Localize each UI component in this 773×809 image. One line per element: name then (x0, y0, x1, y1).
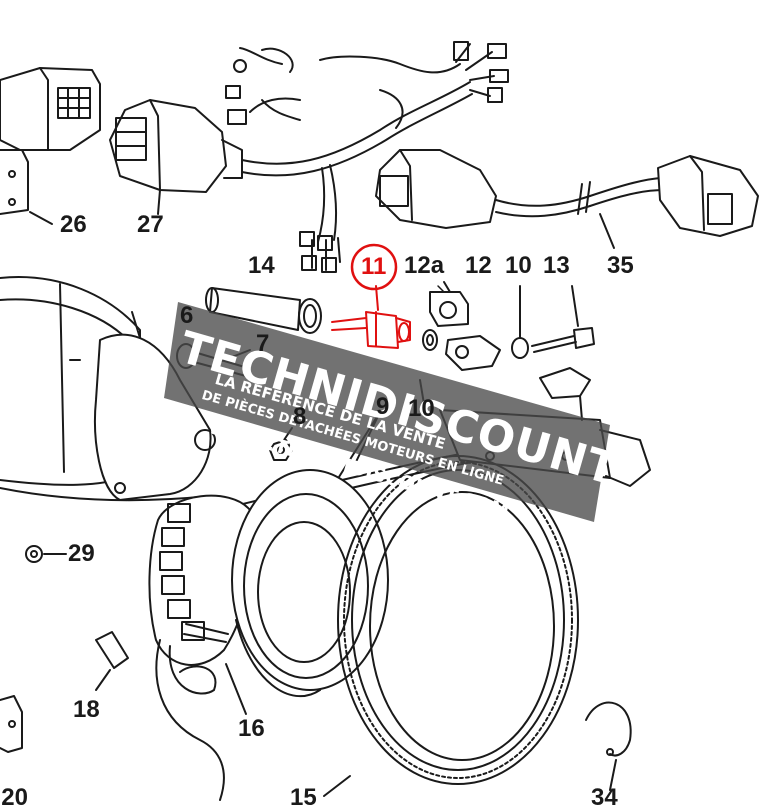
callout-34: 34 (591, 784, 618, 809)
highlight-circle (350, 243, 398, 291)
sensor-11-drawing (331, 285, 411, 349)
callout-10-middle: 10 (408, 395, 435, 422)
callout-27: 27 (137, 211, 164, 238)
callout-20: 20 (1, 786, 28, 809)
connector-35-drawing (375, 149, 759, 249)
callout-8: 8 (293, 403, 307, 430)
callout-35: 35 (607, 252, 634, 279)
starter-motor-drawing (0, 276, 216, 502)
rotor-disk-drawing (231, 469, 389, 698)
washer-29-drawing (25, 545, 67, 563)
circlip-34-drawing (585, 701, 632, 791)
hardware-12-13-drawing (422, 281, 595, 371)
callout-12a: 12a (404, 252, 445, 279)
callout-26: 26 (60, 211, 87, 238)
tube-14-drawing (205, 287, 322, 334)
connector-26-drawing (0, 67, 101, 225)
callout-9: 9 (376, 393, 390, 420)
callout-18: 18 (73, 696, 100, 723)
stator-16-drawing (148, 494, 256, 801)
callout-7: 7 (256, 330, 270, 357)
callout-16: 16 (238, 715, 265, 742)
wiring-harness-drawing (225, 41, 509, 273)
key-18-drawing (95, 631, 129, 691)
callout-15: 15 (290, 784, 317, 809)
leader-lines (437, 285, 445, 293)
callout-11-highlighted: 11 (361, 253, 387, 280)
callout-10-top: 10 (505, 252, 532, 279)
callout-6: 6 (180, 302, 194, 329)
callout-14: 14 (248, 252, 275, 279)
callout-12: 12 (465, 252, 492, 279)
connector-27-drawing (109, 99, 243, 215)
callout-29: 29 (68, 540, 95, 567)
watermark-band (164, 302, 610, 522)
part-20-drawing (0, 695, 23, 753)
callout-13: 13 (543, 252, 570, 279)
